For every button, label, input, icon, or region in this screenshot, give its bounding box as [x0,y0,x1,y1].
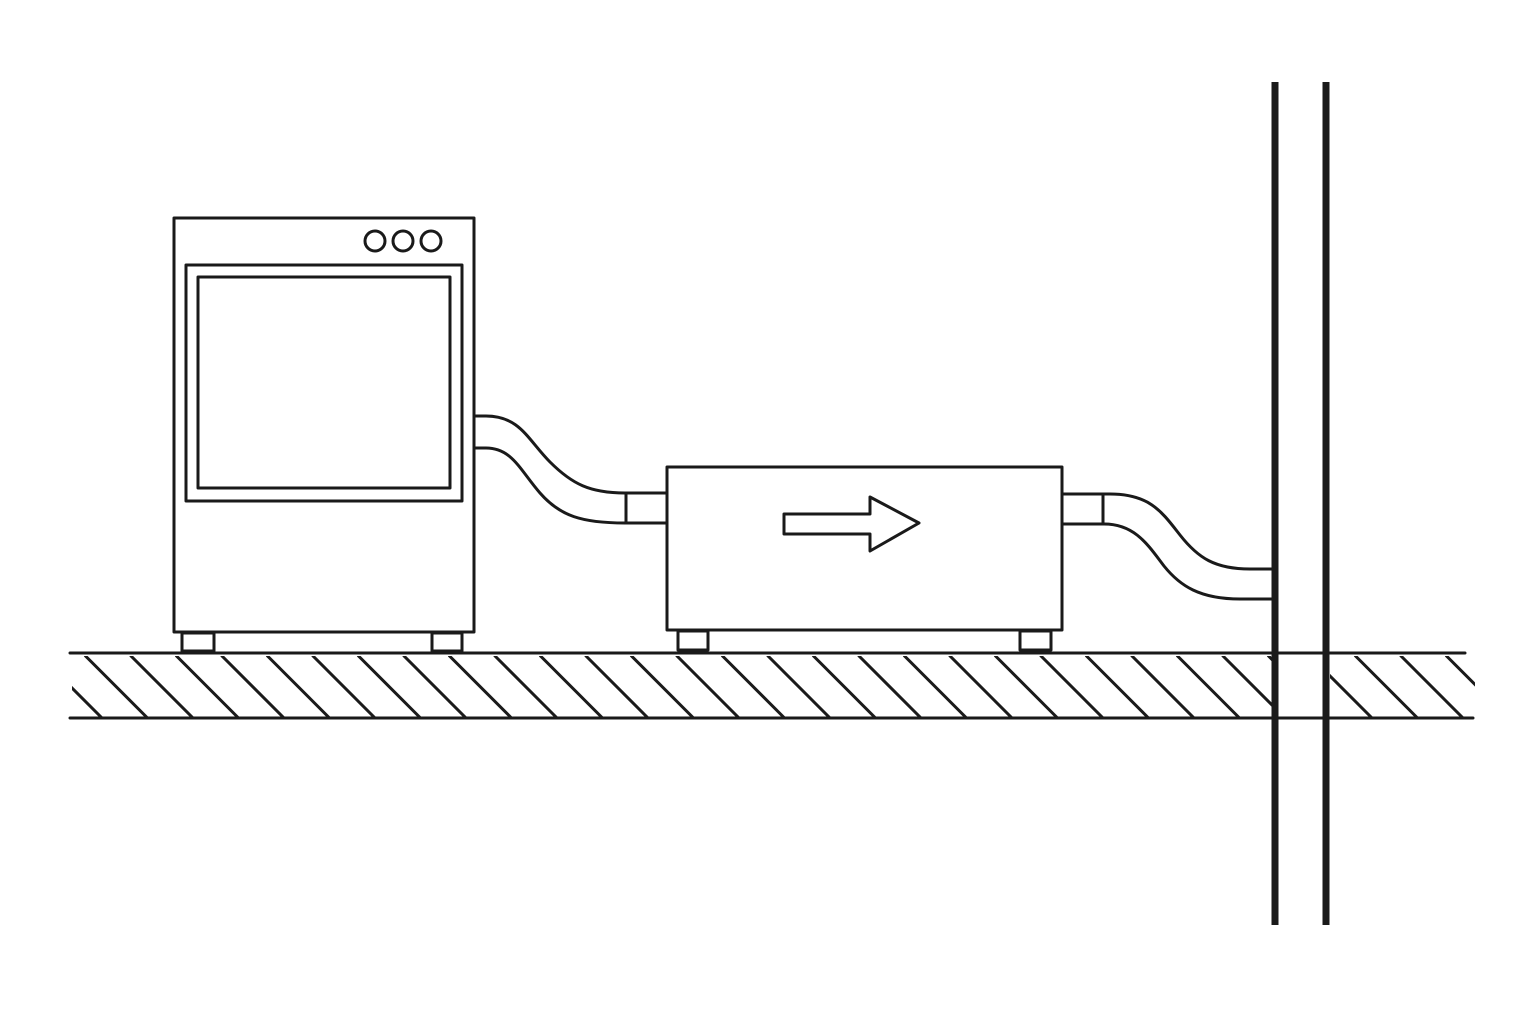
floor-hatch-line [584,656,650,718]
inline-unit-foot-left [676,629,710,652]
floor-hatch-line [675,656,741,718]
wall-section-icon [1271,82,1330,925]
floor-hatch-line [72,685,104,718]
floor-hatch-line [1130,656,1196,718]
floor-hatch-line [266,656,331,718]
appliance-foot-right [430,631,464,653]
duct-out-lower [1060,522,1274,601]
duct-out-upper [1060,492,1274,571]
inline-fan-box-icon [665,465,1064,652]
floor-hatch-line [1221,656,1272,708]
floor-hatch-line [766,656,832,718]
appliance-door-window [196,275,452,490]
dryer-unit-icon [172,216,476,653]
control-knob-1 [363,229,387,253]
floor-hatch-line [1330,673,1374,718]
floor-hatch-line [402,656,468,718]
floor-hatching-right [1330,656,1475,718]
floor-hatch-line [1039,656,1105,718]
floor-hatch-line [357,656,422,718]
floor-hatching-left [72,656,1272,718]
duct-in-lower [472,446,669,525]
appliance-door-frame [184,263,464,503]
floor-hatch-line [903,656,968,718]
floor-hatch-line [812,656,877,718]
flow-direction-arrow-icon [782,495,921,553]
floor-hatch-line [539,656,604,718]
floor-hatch-line [311,656,377,718]
inline-unit-body [665,465,1064,632]
floor-hatch-line [721,656,786,718]
floor-hatch-line [84,656,149,718]
floor-hatch-line [129,656,195,718]
floor-hatch-line [1354,656,1419,718]
floor-hatch-line [220,656,286,718]
floor [68,651,1475,720]
flexible-duct-icon [472,414,669,525]
duct-in-upper [472,414,669,495]
control-knob-2 [391,229,415,253]
floor-hatch-line [448,656,513,718]
flexible-duct-icon [1060,492,1274,601]
floor-hatch-line [493,656,559,718]
floor-hatch-line [630,656,695,718]
floor-hatch-line [1445,656,1475,687]
floor-hatch-line [948,656,1014,718]
inline-unit-foot-right [1018,629,1053,652]
floor-hatch-line [1176,656,1241,718]
floor-hatch-line [857,656,923,718]
floor-hatch-line [994,656,1059,718]
floor-hatch-line [1399,656,1465,718]
control-knob-3 [419,229,443,253]
floor-hatch-line [175,656,240,718]
appliance-foot-left [180,631,216,653]
appliance-body [172,216,476,634]
floor-hatch-line [1085,656,1150,718]
